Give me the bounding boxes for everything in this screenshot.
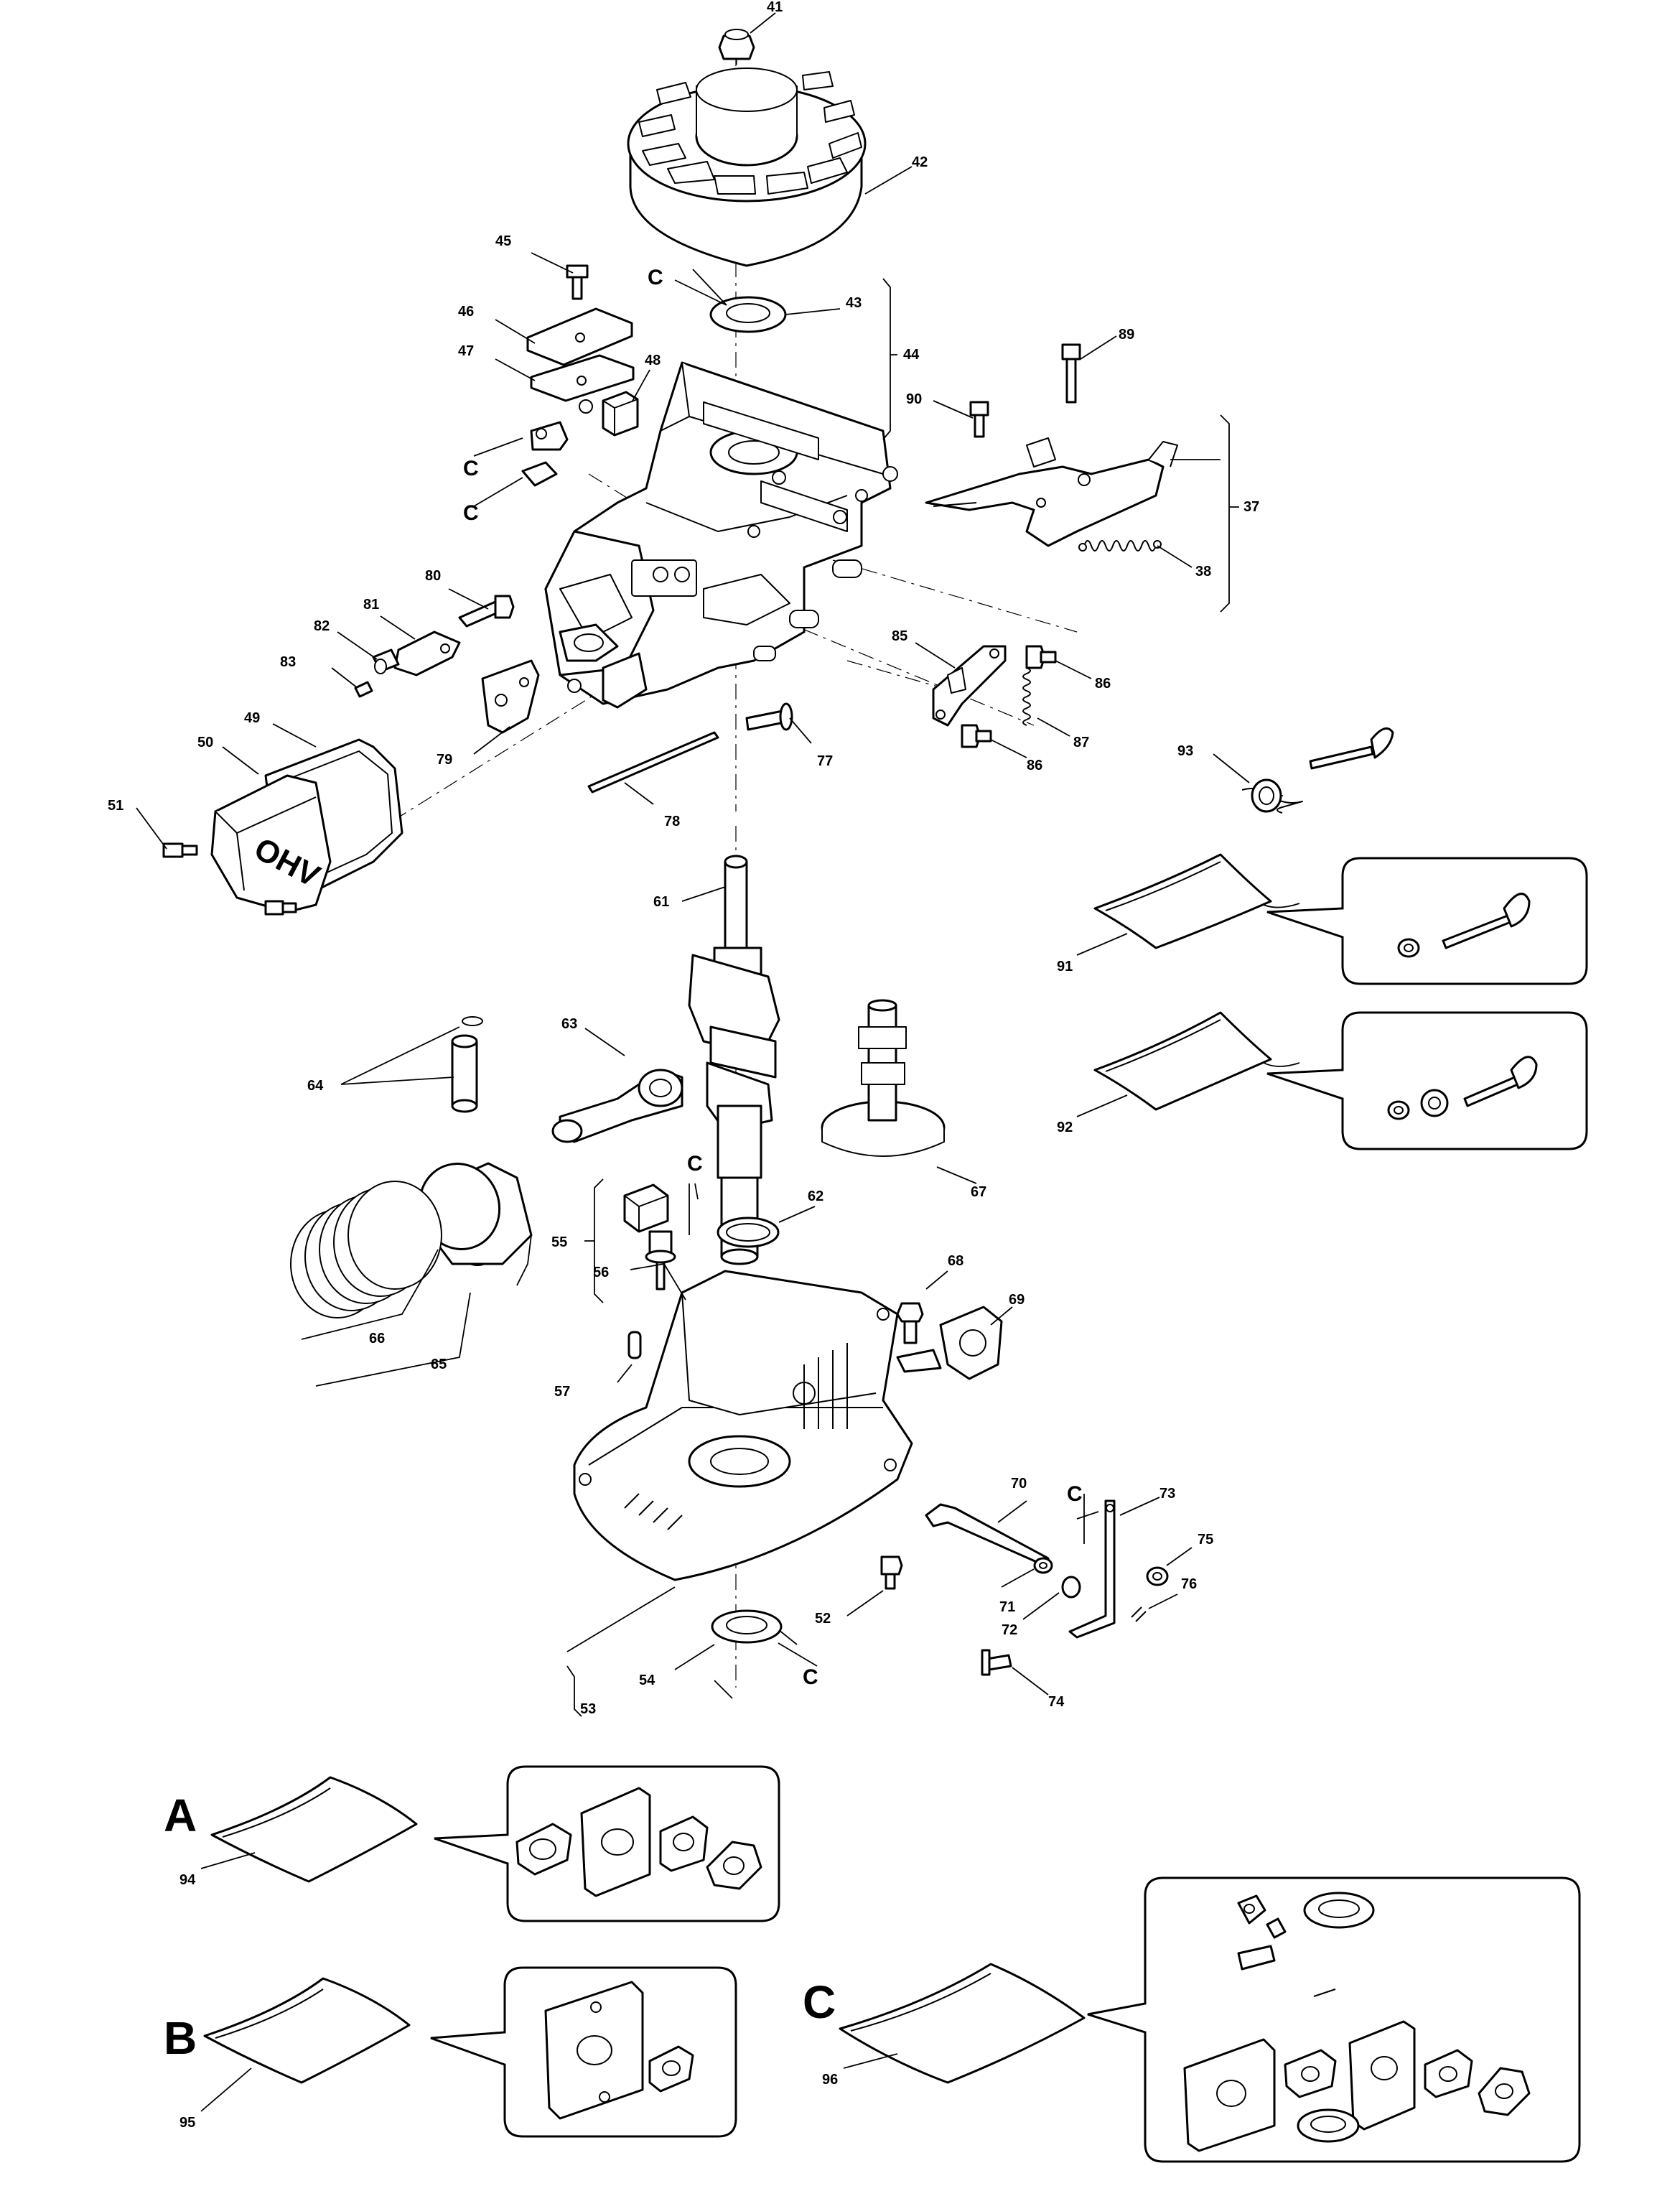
- label-53: 53: [580, 1701, 596, 1717]
- gasket-kit-a: [210, 1765, 780, 1922]
- label-41: 41: [767, 0, 783, 15]
- label-81: 81: [363, 597, 379, 613]
- breather-assembly-parts: [521, 264, 639, 487]
- label-91: 91: [1057, 959, 1073, 974]
- crankcase-cover-part: [573, 1270, 913, 1581]
- label-44: 44: [903, 347, 920, 363]
- rocker-parts: [354, 595, 540, 734]
- label-52: 52: [815, 1611, 831, 1627]
- cylinder-block-part: [544, 361, 898, 709]
- label-42: 42: [912, 154, 928, 170]
- label-65: 65: [431, 1357, 447, 1372]
- label-48: 48: [645, 353, 661, 368]
- label-86-upper: 86: [1095, 676, 1111, 692]
- control-plate-parts: [925, 343, 1178, 552]
- label-71: 71: [999, 1599, 1015, 1615]
- connecting-rod-part: [551, 1069, 683, 1143]
- valve-spring-parts: [1241, 727, 1394, 814]
- kit-marker-c-47: C: [463, 457, 479, 480]
- label-45: 45: [495, 233, 511, 249]
- label-51: 51: [108, 798, 123, 814]
- label-69: 69: [1009, 1292, 1025, 1308]
- flywheel-nut-part: [718, 29, 755, 65]
- label-64: 64: [307, 1078, 324, 1094]
- label-74: 74: [1048, 1694, 1065, 1710]
- dipstick-parts: [623, 1183, 676, 1290]
- label-67: 67: [971, 1184, 986, 1200]
- label-37: 37: [1243, 499, 1259, 515]
- label-61: 61: [653, 894, 669, 910]
- kit-leader-lines: [200, 933, 1128, 2112]
- dowel-pin-part: [627, 1331, 642, 1359]
- label-49: 49: [244, 710, 260, 726]
- governor-parts: [896, 1302, 1003, 1380]
- label-68: 68: [948, 1253, 963, 1269]
- label-47: 47: [458, 343, 474, 359]
- crankshaft-part: [688, 855, 780, 1265]
- label-63: 63: [561, 1016, 577, 1032]
- kit-letter-b: B: [164, 2012, 197, 2064]
- label-85: 85: [892, 628, 907, 644]
- label-76: 76: [1181, 1576, 1197, 1592]
- o-ring-seal-part: [717, 1217, 780, 1248]
- bracket-parts: [932, 645, 1057, 748]
- camshaft-part: [821, 999, 946, 1157]
- label-57: 57: [554, 1384, 570, 1400]
- gasket-kit-b: [203, 1966, 737, 2138]
- label-72: 72: [1002, 1622, 1017, 1638]
- label-66: 66: [369, 1331, 385, 1346]
- label-90: 90: [906, 391, 922, 407]
- kit-marker-c-dipstick: C: [687, 1152, 703, 1176]
- label-73: 73: [1159, 1486, 1175, 1502]
- kit-marker-c-72: C: [1067, 1482, 1083, 1506]
- part-number-labels: 41 42 45 43 44 46 47 48 89 90 37 38 80 8…: [108, 0, 1259, 2131]
- label-79: 79: [437, 752, 452, 768]
- oil-seal-bottom-part: [711, 1609, 783, 1644]
- label-38: 38: [1195, 564, 1211, 580]
- kit-marker-c-43: C: [648, 266, 663, 289]
- leader-lines: [136, 12, 1300, 1717]
- label-78: 78: [664, 814, 680, 829]
- label-82: 82: [314, 618, 330, 634]
- kit-marker-c-54: C: [803, 1665, 818, 1689]
- kit-markers: C C C C C C: [463, 266, 1083, 1689]
- valve-kit-92: [1093, 1011, 1588, 1150]
- label-93: 93: [1177, 743, 1193, 759]
- kit-marker-c-gasket: C: [463, 501, 479, 525]
- label-62: 62: [808, 1188, 823, 1204]
- label-87: 87: [1073, 735, 1089, 750]
- valve-cover-parts: OHV: [162, 738, 403, 916]
- label-95: 95: [179, 2115, 195, 2131]
- flywheel-part: [627, 68, 867, 267]
- label-89: 89: [1119, 327, 1134, 343]
- kit-letter-a: A: [164, 1790, 197, 1841]
- kit-letters: A B C: [164, 1790, 836, 2064]
- valve-kit-91: [1093, 853, 1588, 985]
- governor-lever-parts: [925, 1499, 1169, 1676]
- label-86-lower: 86: [1027, 758, 1042, 773]
- label-70: 70: [1011, 1476, 1027, 1492]
- kit-letter-c: C: [803, 1976, 836, 2028]
- label-56: 56: [593, 1265, 609, 1280]
- label-92: 92: [1057, 1120, 1073, 1135]
- cover-bolt-part: [880, 1555, 903, 1590]
- gasket-kit-c: [839, 1876, 1581, 2163]
- label-77: 77: [817, 753, 833, 769]
- piston-parts: [290, 1016, 533, 1318]
- label-46: 46: [458, 304, 474, 320]
- label-96: 96: [822, 2072, 838, 2088]
- pushrod-tappet-parts: [587, 702, 793, 794]
- label-54: 54: [639, 1673, 655, 1688]
- label-50: 50: [197, 735, 213, 750]
- label-43: 43: [846, 295, 862, 311]
- label-83: 83: [280, 654, 296, 670]
- label-55: 55: [551, 1234, 567, 1250]
- label-80: 80: [425, 568, 441, 584]
- label-75: 75: [1198, 1532, 1213, 1548]
- label-94: 94: [179, 1872, 196, 1888]
